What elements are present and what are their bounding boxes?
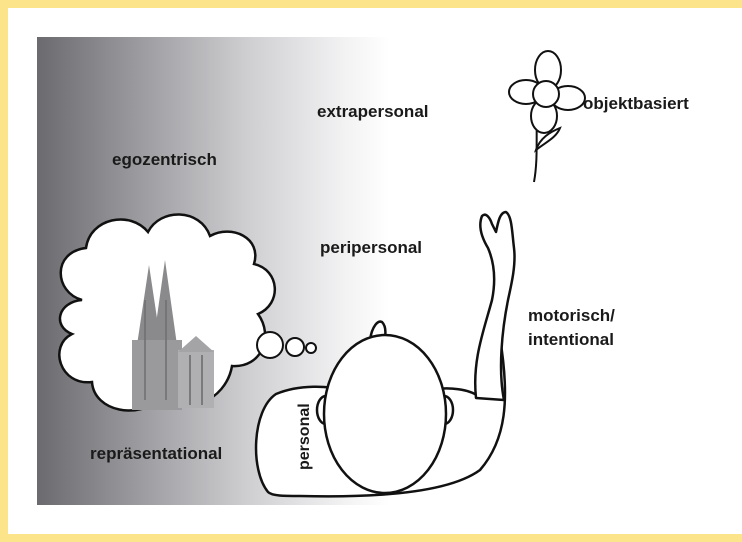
- label-representational: repräsentational: [90, 444, 222, 464]
- label-motorisch: motorisch/: [528, 306, 615, 326]
- label-personal: personal: [296, 403, 314, 470]
- label-egozentrisch: egozentrisch: [112, 150, 217, 170]
- flower-icon: [509, 51, 585, 182]
- label-peripersonal: peripersonal: [320, 238, 422, 258]
- label-intentional: intentional: [528, 330, 614, 350]
- label-objektbasiert: objektbasiert: [583, 94, 689, 114]
- label-extrapersonal: extrapersonal: [317, 102, 429, 122]
- raised-arm-icon: [475, 212, 514, 400]
